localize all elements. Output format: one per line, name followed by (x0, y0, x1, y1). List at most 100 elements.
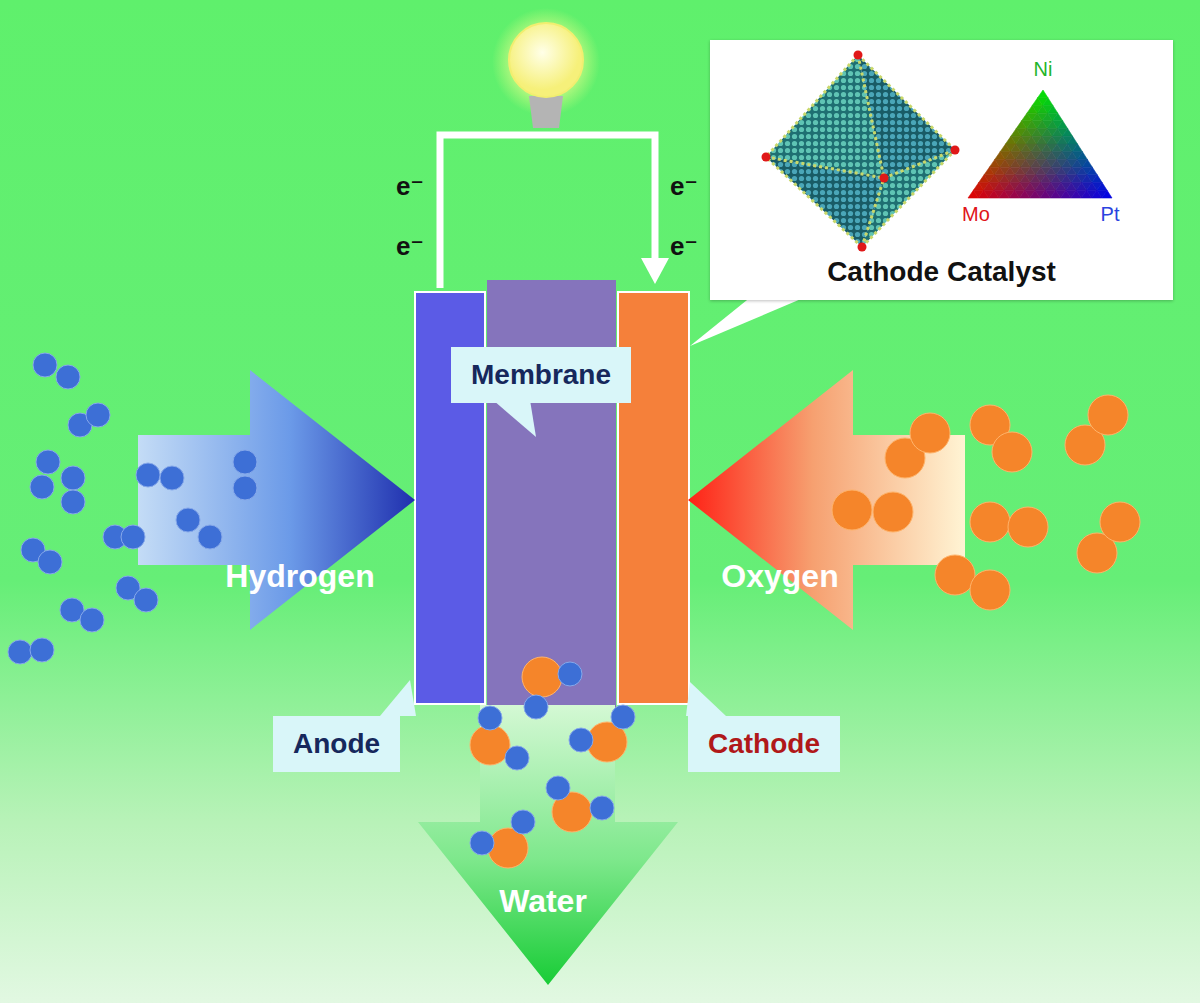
color-cell (994, 183, 1004, 191)
color-cell (989, 159, 999, 167)
color-cell (1041, 144, 1051, 152)
light-bulb (509, 23, 583, 97)
oxygen-molecule (885, 413, 950, 478)
color-cell (1061, 159, 1071, 167)
color-cell (1030, 175, 1040, 183)
color-cell (1032, 98, 1042, 106)
color-cell (1011, 129, 1021, 137)
hydrogen-atom (121, 525, 145, 549)
hydrogen-atom (80, 608, 104, 632)
color-cell (1030, 190, 1040, 198)
color-cell (1022, 113, 1032, 121)
hydrogen-atom (61, 466, 85, 490)
hydrogen-atom (470, 831, 494, 855)
color-cell (1027, 121, 1037, 129)
hydrogen-atom (33, 353, 57, 377)
membrane-layer (487, 280, 616, 710)
hydrogen-atom (160, 466, 184, 490)
vertex-atom (854, 51, 863, 60)
oxygen-atom (1100, 502, 1140, 542)
color-cell (1087, 183, 1097, 191)
callout-text: Anode (293, 727, 380, 761)
hydrogen-atom (176, 508, 200, 532)
color-cell (984, 183, 994, 191)
color-cell (1062, 129, 1072, 137)
vertex-atom (951, 146, 960, 155)
color-cell (1091, 190, 1101, 198)
color-cell (1051, 159, 1061, 167)
particle-face (766, 157, 884, 247)
color-cell (1061, 190, 1071, 198)
color-cell (1077, 152, 1087, 160)
hydrogen-molecule (103, 525, 145, 549)
color-cell (1056, 167, 1066, 175)
callout-text: Membrane (471, 358, 611, 392)
oxygen-atom (873, 492, 913, 532)
color-cell (1027, 105, 1037, 113)
arrow-body (418, 705, 678, 985)
oxygen-atom (970, 502, 1010, 542)
catalyst-particle (762, 51, 960, 252)
arrow-shape (418, 705, 678, 985)
hydrogen-molecule (33, 353, 80, 389)
color-cell (1025, 183, 1035, 191)
oxygen-molecule (832, 490, 913, 532)
hydrogen-molecule (136, 463, 184, 490)
color-cell (1040, 175, 1050, 183)
hydrogen-atom (505, 746, 529, 770)
oxygen-atom (470, 725, 510, 765)
color-cell (1102, 190, 1112, 198)
hydrogen-molecule (233, 450, 257, 500)
color-cell (973, 183, 983, 191)
color-cell (1051, 175, 1061, 183)
hydrogen-atom (30, 475, 54, 499)
color-cell (984, 167, 994, 175)
color-cell (1021, 144, 1031, 152)
arrow-label: Hydrogen (225, 558, 374, 595)
water-molecule (470, 810, 535, 868)
color-cell (968, 190, 978, 198)
callout-tail (690, 296, 808, 346)
color-cell (1005, 152, 1015, 160)
color-cell (1032, 113, 1042, 121)
color-cell (1025, 167, 1035, 175)
color-cell (1026, 136, 1036, 144)
wire-arrowhead (641, 258, 669, 284)
callout-box: Anode (273, 716, 400, 772)
hydrogen-molecule (21, 538, 62, 574)
particle-face (862, 150, 955, 247)
hydrogen-atom (30, 638, 54, 662)
color-cell (1052, 129, 1062, 137)
color-cell (1097, 183, 1107, 191)
color-cell (1045, 183, 1055, 191)
color-cell (1016, 136, 1026, 144)
color-cell (1057, 152, 1067, 160)
oxygen-atom (1088, 395, 1128, 435)
color-cell (1020, 159, 1030, 167)
color-cell (1036, 152, 1046, 160)
color-cell (1004, 183, 1014, 191)
hydrogen-atom (558, 662, 582, 686)
particle-edge (766, 157, 862, 247)
color-cell (999, 175, 1009, 183)
color-cell (1019, 190, 1029, 198)
callout-tail (380, 680, 416, 716)
hydrogen-molecule (8, 638, 54, 664)
color-cell (1046, 152, 1056, 160)
oxygen-atom (935, 555, 975, 595)
color-cell (1046, 167, 1056, 175)
color-cell (1082, 175, 1092, 183)
hydrogen-atom (233, 476, 257, 500)
color-cell (1047, 136, 1057, 144)
color-cell (1092, 175, 1102, 183)
color-cell (1000, 144, 1010, 152)
bulb-base (529, 96, 563, 128)
vertex-atom (858, 243, 867, 252)
color-cell (1031, 159, 1041, 167)
color-cell (1071, 175, 1081, 183)
water-molecule (470, 706, 529, 770)
water-molecule (522, 657, 582, 719)
element-label: Mo (962, 203, 990, 226)
